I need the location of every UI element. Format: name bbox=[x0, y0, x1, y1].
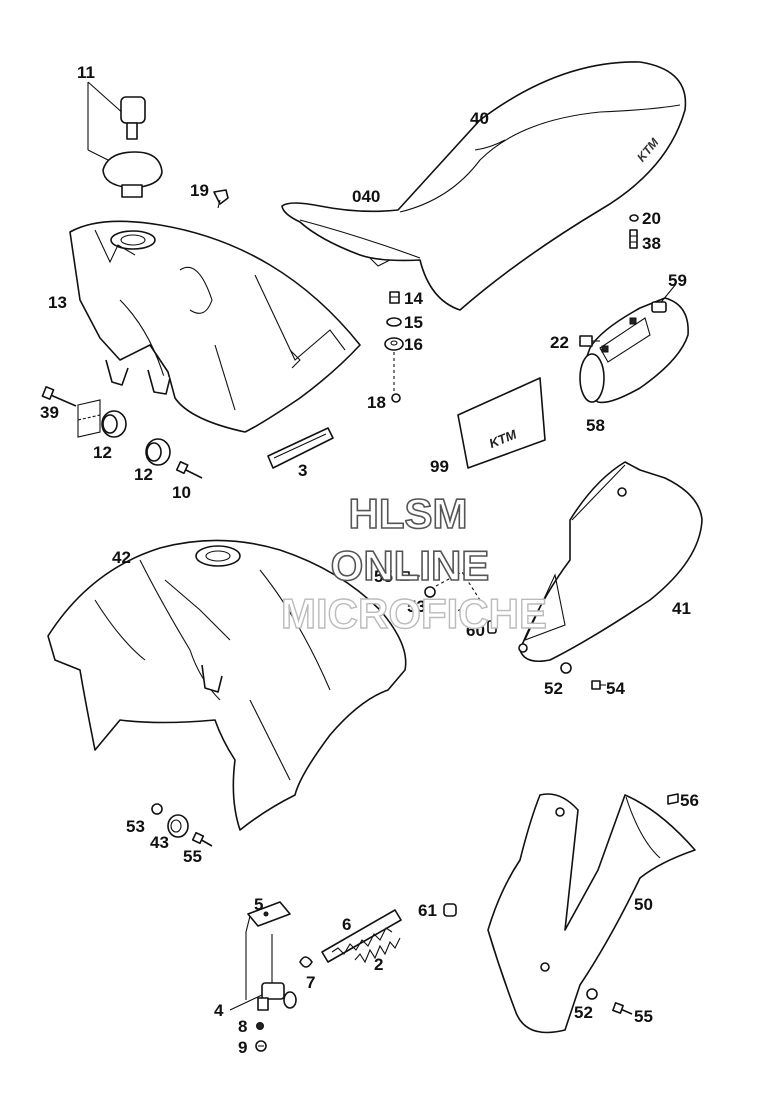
toolbox-part-58[interactable] bbox=[579, 297, 689, 404]
nut-part-61[interactable] bbox=[443, 903, 457, 917]
seat[interactable]: KTM bbox=[281, 61, 687, 311]
label-54: 54 bbox=[606, 679, 625, 698]
fuel-filter-part-6[interactable] bbox=[321, 909, 402, 963]
label-12a: 12 bbox=[93, 443, 112, 462]
label-16: 16 bbox=[404, 335, 423, 354]
grommet-part-16[interactable] bbox=[384, 337, 404, 351]
screw-part-22[interactable] bbox=[579, 335, 600, 347]
label-3: 3 bbox=[298, 461, 307, 480]
label-13: 13 bbox=[48, 293, 67, 312]
washer-part-15[interactable] bbox=[386, 317, 402, 327]
tank-spoiler-part-50[interactable] bbox=[487, 793, 696, 1034]
bolt-part-39[interactable] bbox=[41, 386, 77, 407]
fuel-tank-part-42[interactable] bbox=[47, 539, 407, 831]
decal-part-99[interactable]: KTM bbox=[457, 377, 546, 469]
watermark-line-2: ONLINE bbox=[331, 542, 490, 589]
label-99: 99 bbox=[430, 457, 449, 476]
label-55a: 55 bbox=[374, 567, 393, 586]
label-7: 7 bbox=[306, 973, 315, 992]
label-55b: 55 bbox=[183, 847, 202, 866]
nut-part-52-upper[interactable] bbox=[560, 662, 572, 674]
label-19: 19 bbox=[190, 181, 209, 200]
strap-part-59[interactable] bbox=[651, 283, 677, 313]
screw-part-54[interactable] bbox=[591, 680, 606, 690]
label-61: 61 bbox=[418, 901, 437, 920]
fuel-tap-part-4[interactable] bbox=[229, 932, 297, 1011]
label-58: 58 bbox=[586, 416, 605, 435]
label-53b: 53 bbox=[126, 817, 145, 836]
watermark: HLSM ONLINE MICROFICHE bbox=[280, 489, 547, 638]
label-40: 40 bbox=[470, 109, 489, 128]
label-56: 56 bbox=[680, 791, 699, 810]
label-22: 22 bbox=[550, 333, 569, 352]
label-39: 39 bbox=[40, 403, 59, 422]
watermark-line-3: MICROFICHE bbox=[281, 590, 547, 637]
clip-part-7[interactable] bbox=[299, 956, 313, 968]
label-60: 60 bbox=[466, 621, 485, 640]
label-59: 59 bbox=[668, 271, 687, 290]
label-2: 2 bbox=[374, 955, 383, 974]
screw-part-55-lower-right[interactable] bbox=[612, 1002, 633, 1015]
label-53a: 53 bbox=[407, 597, 426, 616]
watermark-line-1: HLSM bbox=[349, 490, 468, 537]
label-040: 040 bbox=[352, 187, 380, 206]
screw-part-55-lower-left[interactable] bbox=[191, 831, 213, 847]
bolt-part-14[interactable] bbox=[389, 291, 400, 304]
screw-part-10[interactable] bbox=[175, 460, 203, 479]
part-number-labels: 11 19 40 040 20 38 13 14 15 16 59 22 58 … bbox=[40, 63, 699, 1057]
label-20: 20 bbox=[642, 209, 661, 228]
nut-part-18[interactable] bbox=[391, 393, 401, 403]
screw-part-55-upper[interactable] bbox=[399, 571, 420, 581]
label-18: 18 bbox=[367, 393, 386, 412]
washer-part-8[interactable] bbox=[256, 1022, 264, 1030]
label-52b: 52 bbox=[574, 1003, 593, 1022]
label-11: 11 bbox=[77, 63, 95, 82]
label-52a: 52 bbox=[544, 679, 563, 698]
bolt-part-38[interactable] bbox=[629, 229, 638, 249]
rubber-buffer-part-12-upper[interactable] bbox=[101, 410, 127, 438]
label-42: 42 bbox=[112, 548, 131, 567]
fuel-tank[interactable] bbox=[69, 220, 361, 433]
label-8: 8 bbox=[238, 1017, 247, 1036]
spacer-part-43[interactable] bbox=[167, 814, 189, 838]
sticker-part-3[interactable] bbox=[267, 427, 334, 469]
spring-part-2[interactable] bbox=[354, 937, 401, 964]
rubber-buffer-part-12-lower[interactable] bbox=[145, 438, 171, 466]
label-6: 6 bbox=[342, 915, 351, 934]
label-14: 14 bbox=[404, 289, 423, 308]
label-50: 50 bbox=[634, 895, 653, 914]
nut-part-52-lower[interactable] bbox=[586, 988, 598, 1000]
label-10: 10 bbox=[172, 483, 191, 502]
side-cover-part-41[interactable] bbox=[518, 461, 703, 663]
screw-part-9[interactable] bbox=[255, 1040, 267, 1052]
label-41: 41 bbox=[672, 599, 691, 618]
label-9: 9 bbox=[238, 1038, 247, 1057]
fuel-cap-with-key[interactable] bbox=[87, 81, 163, 198]
washer-part-20[interactable] bbox=[629, 214, 639, 222]
label-12b: 12 bbox=[134, 465, 153, 484]
label-15: 15 bbox=[404, 313, 423, 332]
label-55c: 55 bbox=[634, 1007, 653, 1026]
nut-part-53-lower[interactable] bbox=[151, 803, 163, 815]
clip-part-19[interactable] bbox=[213, 189, 229, 209]
label-38: 38 bbox=[642, 234, 661, 253]
nut-part-53-upper[interactable] bbox=[424, 586, 436, 598]
bracket-part-39[interactable] bbox=[77, 399, 101, 438]
label-43: 43 bbox=[150, 833, 169, 852]
clip-part-60[interactable] bbox=[487, 620, 497, 634]
fuel-tap-cover-part-5[interactable] bbox=[245, 901, 291, 933]
label-5: 5 bbox=[254, 895, 263, 914]
label-4: 4 bbox=[214, 1001, 224, 1020]
clip-part-56[interactable] bbox=[667, 793, 679, 805]
